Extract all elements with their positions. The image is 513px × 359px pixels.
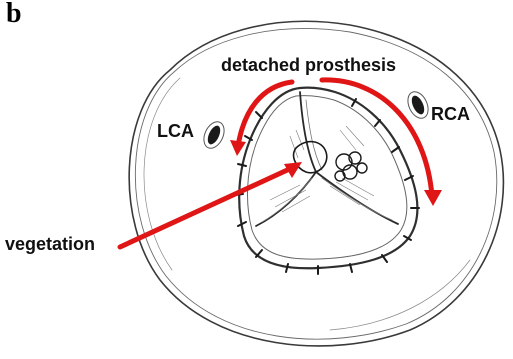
right-arrowhead xyxy=(424,190,442,206)
rca-ostium xyxy=(404,89,432,122)
lca-ostium xyxy=(200,119,228,152)
suture-marks xyxy=(235,99,419,274)
left-arrowhead xyxy=(230,140,246,156)
vegetation-label: vegetation xyxy=(5,235,95,253)
rca-label: RCA xyxy=(431,105,470,123)
vegetation-mass xyxy=(294,142,367,181)
panel-letter: b xyxy=(6,0,22,28)
detached-prosthesis-label: detached prosthesis xyxy=(221,56,396,74)
lca-label: LCA xyxy=(157,122,194,140)
